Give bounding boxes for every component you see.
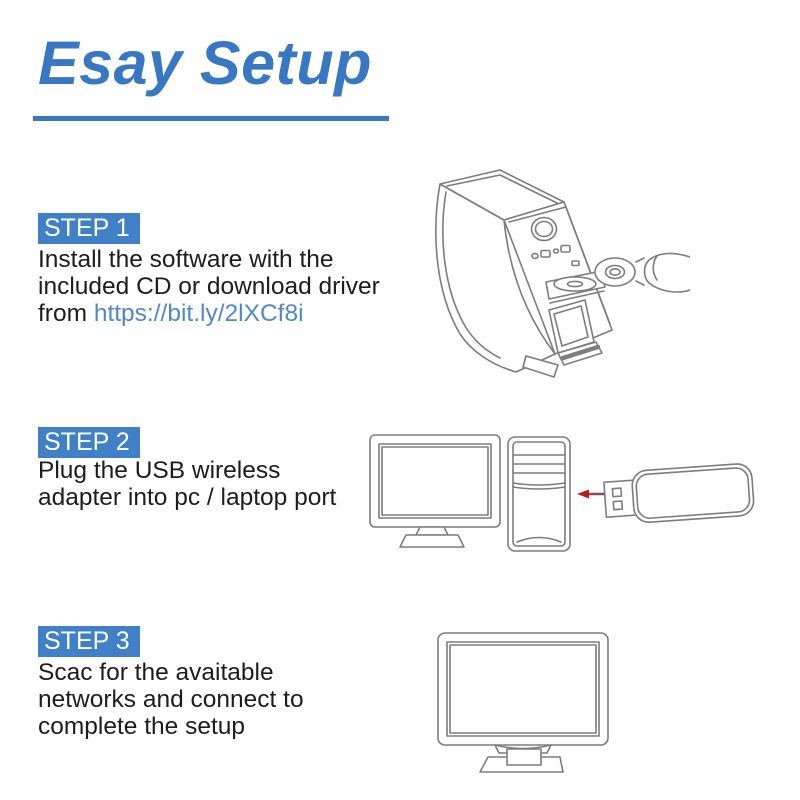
step-1-line-2: included CD or download driver: [38, 273, 380, 300]
tower-icon: [507, 436, 571, 552]
scan-networks-illustration: [437, 632, 609, 773]
step-1-line-1: Install the software with the: [38, 246, 334, 273]
page-title: Esay Setup: [38, 29, 372, 97]
monitor-icon: [437, 632, 609, 773]
pc-tower-icon: [435, 169, 613, 378]
step-2-badge: STEP 2: [38, 427, 140, 458]
monitor-icon: [369, 434, 501, 548]
install-cd-illustration: [435, 169, 690, 378]
step-3-text: Scac for the avaitable networks and conn…: [38, 659, 304, 740]
step-1-text: Install the software with the included C…: [38, 246, 380, 327]
plug-usb-adapter-illustration: [369, 434, 755, 552]
usb-adapter-icon: [603, 463, 755, 524]
title-underline: [33, 116, 389, 121]
step-2-text: Plug the USB wireless adapter into pc / …: [38, 457, 336, 511]
step-3-line-1: Scac for the avaitable: [38, 659, 274, 686]
step-1-badge: STEP 1: [38, 213, 140, 244]
step-1-download-link[interactable]: https://bit.ly/2lXCf8i: [93, 300, 304, 327]
hand-icon: [635, 252, 690, 293]
arrow-icon: [577, 489, 607, 499]
step-2-line-1: Plug the USB wireless: [38, 457, 281, 484]
step-2-line-2: adapter into pc / laptop port: [38, 484, 337, 511]
step-1-line-3: from https://bit.ly/2lXCf8i: [38, 300, 380, 327]
step-3-line-2: networks and connect to: [38, 686, 304, 713]
step-3-badge: STEP 3: [38, 626, 140, 657]
cd-icon: [594, 257, 636, 287]
step-3-line-3: complete the setup: [38, 713, 246, 740]
step-1-line-3-prefix: from: [38, 300, 94, 327]
